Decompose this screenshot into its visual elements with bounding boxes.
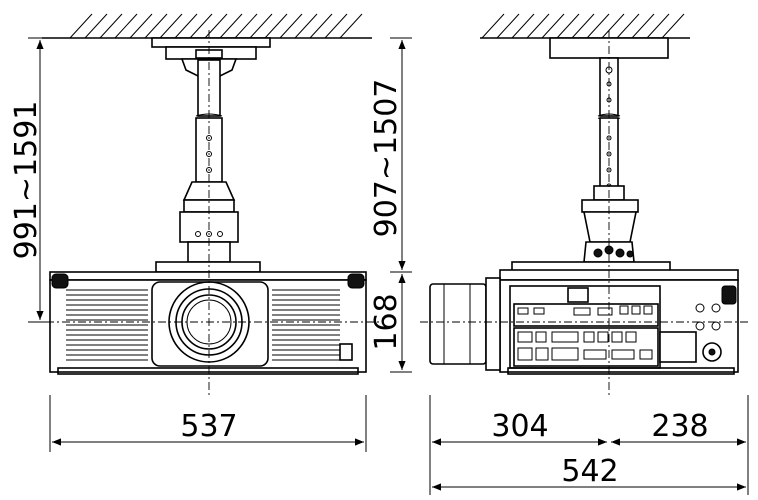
mount-pole-side [581, 57, 639, 263]
io-port [535, 347, 549, 361]
dimension-total-height: 991~1591 [9, 37, 50, 323]
hatch-line [99, 13, 123, 39]
hatch-line [646, 13, 670, 39]
io-port [517, 331, 533, 343]
hatch-line [174, 13, 198, 39]
label-side-front-segment: 304 [491, 409, 548, 444]
hatch-line [481, 13, 505, 39]
io-port [551, 331, 579, 343]
hatch-line [69, 13, 93, 39]
hatch-line [309, 13, 333, 39]
io-port [573, 307, 591, 316]
hatch-line [249, 13, 273, 39]
hatch-line [324, 13, 348, 39]
io-port [619, 305, 629, 315]
hatch-line [114, 13, 138, 39]
io-port [611, 349, 635, 360]
hatch-line [264, 13, 288, 39]
label-side-rear-segment: 238 [651, 409, 708, 444]
ceiling-side [480, 13, 690, 39]
io-port [597, 331, 609, 343]
hatch-line [294, 13, 318, 39]
io-port [533, 307, 545, 315]
hatch-line [616, 13, 640, 39]
hatch-line [234, 13, 258, 39]
hatch-line [339, 13, 363, 39]
hatch-line [556, 13, 580, 39]
io-port [625, 331, 637, 343]
projector-side-body [429, 261, 739, 375]
hatch-line [571, 13, 595, 39]
hatch-line [526, 13, 550, 39]
dimension-mount-height: 907~1507 [369, 37, 412, 273]
dimension-side-segments: 304 238 [429, 395, 749, 495]
hatch-line [84, 13, 108, 39]
side-centerlines [420, 30, 748, 395]
hatch-line [189, 13, 213, 39]
label-front-width: 537 [180, 409, 237, 444]
label-total-height: 991~1591 [9, 101, 44, 260]
label-side-total: 542 [561, 454, 618, 489]
hatch-line [586, 13, 610, 39]
io-port [583, 349, 607, 360]
hatch-line [219, 13, 243, 39]
dimension-front-width: 537 [49, 395, 367, 452]
hatch-line [661, 13, 685, 39]
io-port [597, 307, 613, 316]
ceiling-front [42, 13, 372, 39]
io-port [517, 347, 533, 361]
io-port [643, 305, 653, 315]
dimension-side-total: 542 [432, 454, 746, 491]
hatch-line [631, 13, 655, 39]
hatch-line [129, 13, 153, 39]
hatch-line [511, 13, 535, 39]
io-port [639, 349, 653, 360]
hatch-line [601, 13, 625, 39]
io-port [535, 331, 547, 343]
io-port [611, 331, 623, 343]
hatch-line [159, 13, 183, 39]
front-centerlines [30, 30, 380, 395]
io-port [517, 307, 529, 315]
projector-front-body [49, 261, 367, 375]
io-port [551, 347, 579, 361]
hatch-line [541, 13, 565, 39]
hatch-line [279, 13, 303, 39]
label-projector-height: 168 [369, 293, 404, 350]
dimension-projector-height: 168 [369, 274, 412, 373]
label-mount-height: 907~1507 [369, 79, 404, 238]
hatch-line [144, 13, 168, 39]
io-port [631, 305, 641, 315]
hatch-line [496, 13, 520, 39]
io-port [583, 331, 595, 343]
